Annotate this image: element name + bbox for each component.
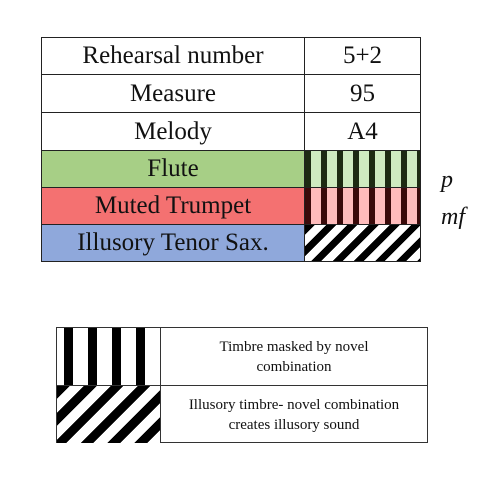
diagonal-stripes-pattern — [305, 225, 420, 261]
melody-row: Melody A4 — [41, 113, 421, 151]
legend-text-masked: Timbre masked by novel combination — [161, 328, 427, 385]
sax-label: Illusory Tenor Sax. — [41, 225, 305, 262]
legend-illusory-line1: Illusory timbre- novel combination — [188, 396, 400, 413]
trumpet-row: Muted Trumpet — [41, 188, 421, 225]
measure-value: 95 — [305, 75, 421, 113]
legend-row-masked: Timbre masked by novel combination — [57, 328, 427, 385]
trumpet-dynamic: mf — [441, 204, 465, 230]
rehearsal-value: 5+2 — [305, 37, 421, 75]
measure-row: Measure 95 — [41, 75, 421, 113]
trumpet-label: Muted Trumpet — [41, 188, 305, 225]
flute-dynamic: p — [441, 167, 453, 193]
flute-timbre-swatch — [305, 151, 421, 188]
legend-illusory-line2: creates illusory sound — [228, 416, 360, 433]
sax-row: Illusory Tenor Sax. — [41, 225, 421, 262]
vertical-stripes-swatch — [57, 328, 161, 385]
vertical-stripes-green-pattern — [305, 151, 420, 187]
legend: Timbre masked by novel combination Illus… — [56, 327, 428, 443]
legend-masked-line2: combination — [256, 358, 332, 375]
melody-value: A4 — [305, 113, 421, 151]
rehearsal-row: Rehearsal number 5+2 — [41, 37, 421, 75]
flute-label: Flute — [41, 151, 305, 188]
vertical-stripes-red-pattern — [305, 188, 420, 224]
rehearsal-label: Rehearsal number — [41, 37, 305, 75]
score-table: Rehearsal number 5+2 Measure 95 Melody A… — [41, 37, 421, 262]
measure-label: Measure — [41, 75, 305, 113]
trumpet-timbre-swatch — [305, 188, 421, 225]
legend-text-illusory: Illusory timbre- novel combination creat… — [161, 386, 427, 443]
flute-row: Flute — [41, 151, 421, 188]
legend-masked-line1: Timbre masked by novel — [219, 338, 369, 355]
melody-label: Melody — [41, 113, 305, 151]
legend-row-illusory: Illusory timbre- novel combination creat… — [57, 385, 427, 443]
diagonal-stripes-swatch — [57, 386, 161, 443]
sax-timbre-swatch — [305, 225, 421, 262]
